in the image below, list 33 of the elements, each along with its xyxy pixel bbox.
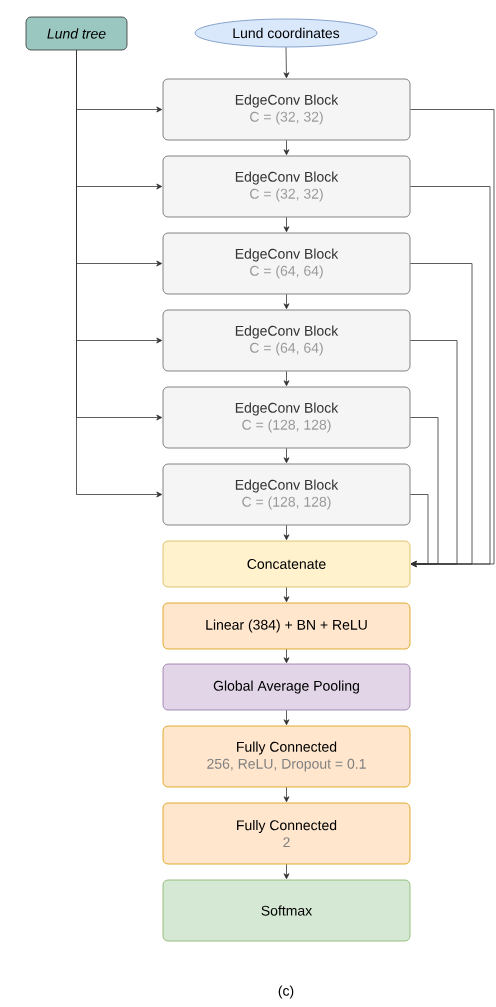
- arrow: [283, 864, 290, 880]
- arrow: [283, 371, 290, 387]
- arrow: [283, 587, 290, 603]
- arrow: [283, 525, 290, 541]
- layer-box: EdgeConv Block C = (64, 64): [162, 309, 411, 372]
- layer-box: Fully Connected 2: [162, 802, 411, 865]
- arrow: [283, 448, 290, 464]
- layer-box: EdgeConv Block C = (128, 128): [162, 463, 411, 526]
- arrow: [283, 140, 290, 156]
- layer-box: Fully Connected 256, ReLU, Dropout = 0.1: [162, 725, 411, 788]
- arrow: [410, 494, 429, 567]
- output-box: Softmax: [162, 879, 411, 942]
- layer-box: EdgeConv Block C = (128, 128): [162, 386, 411, 449]
- caption: (c): [278, 985, 294, 999]
- input-box: Lund tree: [25, 16, 128, 51]
- arrow: [283, 294, 290, 310]
- layer-box: EdgeConv Block C = (32, 32): [162, 78, 411, 141]
- arrow: [283, 47, 290, 79]
- arrow: [410, 186, 491, 567]
- layer-box: Concatenate: [162, 540, 411, 588]
- layer-box: Global Average Pooling: [162, 663, 411, 711]
- arrow: [283, 787, 290, 803]
- arrow: [410, 263, 473, 567]
- arrow: [410, 109, 495, 567]
- layer-box: EdgeConv Block C = (32, 32): [162, 155, 411, 218]
- layer-box: Linear (384) + BN + ReLU: [162, 602, 411, 650]
- arrow: [410, 417, 439, 567]
- arrow: [76, 50, 163, 498]
- arrow: [283, 710, 290, 726]
- arrow: [283, 649, 290, 664]
- arrow: [410, 340, 458, 567]
- arrow: [283, 217, 290, 233]
- layer-box: EdgeConv Block C = (64, 64): [162, 232, 411, 295]
